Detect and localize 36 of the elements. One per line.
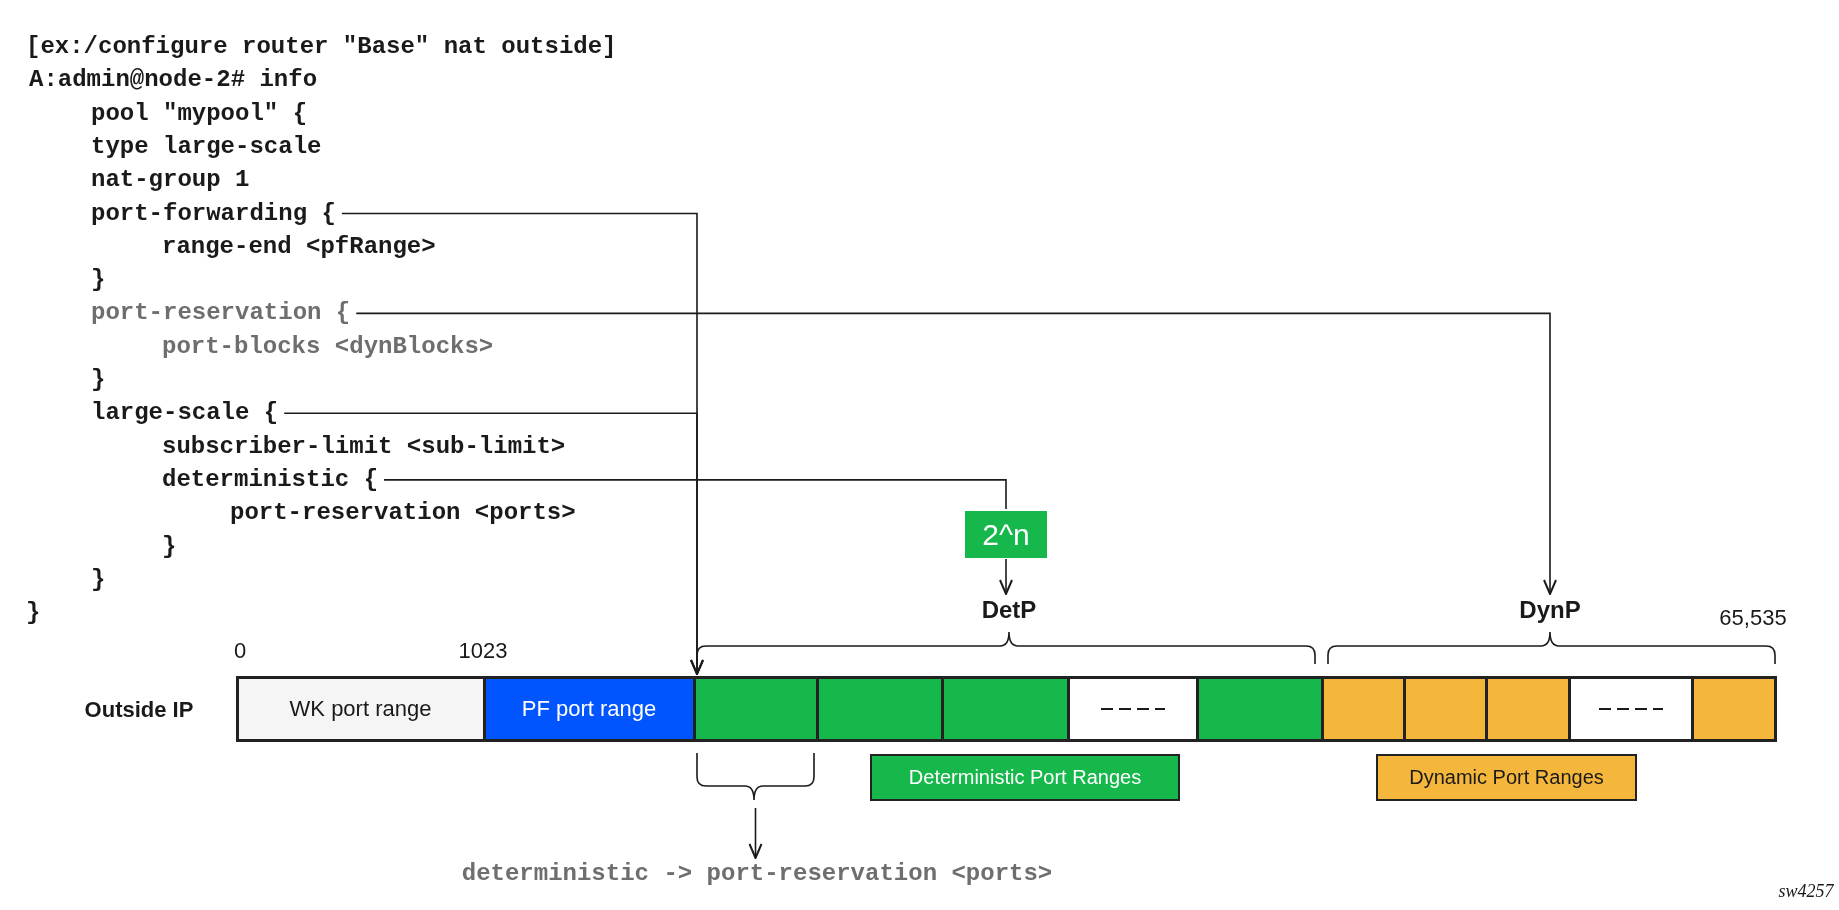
range-heading: DynP bbox=[1519, 596, 1581, 624]
config-line: A:admin@node-2# info bbox=[29, 66, 318, 95]
config-line: range-end <pfRange> bbox=[162, 232, 436, 261]
config-reference: deterministic -> port-reservation <ports> bbox=[461, 860, 1053, 888]
config-line: port-reservation { bbox=[91, 299, 351, 328]
config-line: pool "mypool" { bbox=[91, 99, 308, 128]
config-line: subscriber-limit <sub-limit> bbox=[162, 432, 566, 461]
port-number: 0 bbox=[233, 638, 247, 664]
config-line: port-forwarding { bbox=[91, 199, 336, 228]
port-range-segment: WK port range bbox=[235, 676, 486, 742]
config-line: } bbox=[26, 599, 41, 628]
range-key-box: Deterministic Port Ranges bbox=[870, 754, 1180, 801]
bracket bbox=[695, 753, 816, 802]
config-line: } bbox=[162, 532, 177, 561]
exponent-tag: 2^n bbox=[965, 511, 1047, 558]
arrow bbox=[748, 807, 763, 859]
arrow bbox=[355, 312, 1557, 595]
arrow bbox=[283, 412, 704, 675]
config-line: port-reservation <ports> bbox=[230, 499, 576, 528]
config-line: deterministic { bbox=[162, 465, 379, 494]
range-heading: DetP bbox=[981, 596, 1037, 624]
config-line: } bbox=[91, 266, 106, 295]
range-key-box: Dynamic Port Ranges bbox=[1376, 754, 1637, 801]
leader-line bbox=[383, 479, 1007, 510]
config-line: port-blocks <dynBlocks> bbox=[162, 332, 494, 361]
config-line: } bbox=[91, 565, 106, 594]
row-label: Outside IP bbox=[84, 697, 194, 723]
config-line: [ex:/configure router "Base" nat outside] bbox=[26, 33, 617, 61]
port-number: 65,535 bbox=[1719, 605, 1787, 631]
config-line: large-scale { bbox=[91, 399, 279, 428]
arrow bbox=[999, 558, 1013, 595]
config-line: } bbox=[91, 366, 106, 394]
config-line: type large-scale bbox=[91, 132, 322, 161]
figure-id: sw4257 bbox=[1778, 880, 1834, 902]
port-number: 1023 bbox=[458, 638, 508, 664]
config-line: nat-group 1 bbox=[91, 166, 250, 195]
